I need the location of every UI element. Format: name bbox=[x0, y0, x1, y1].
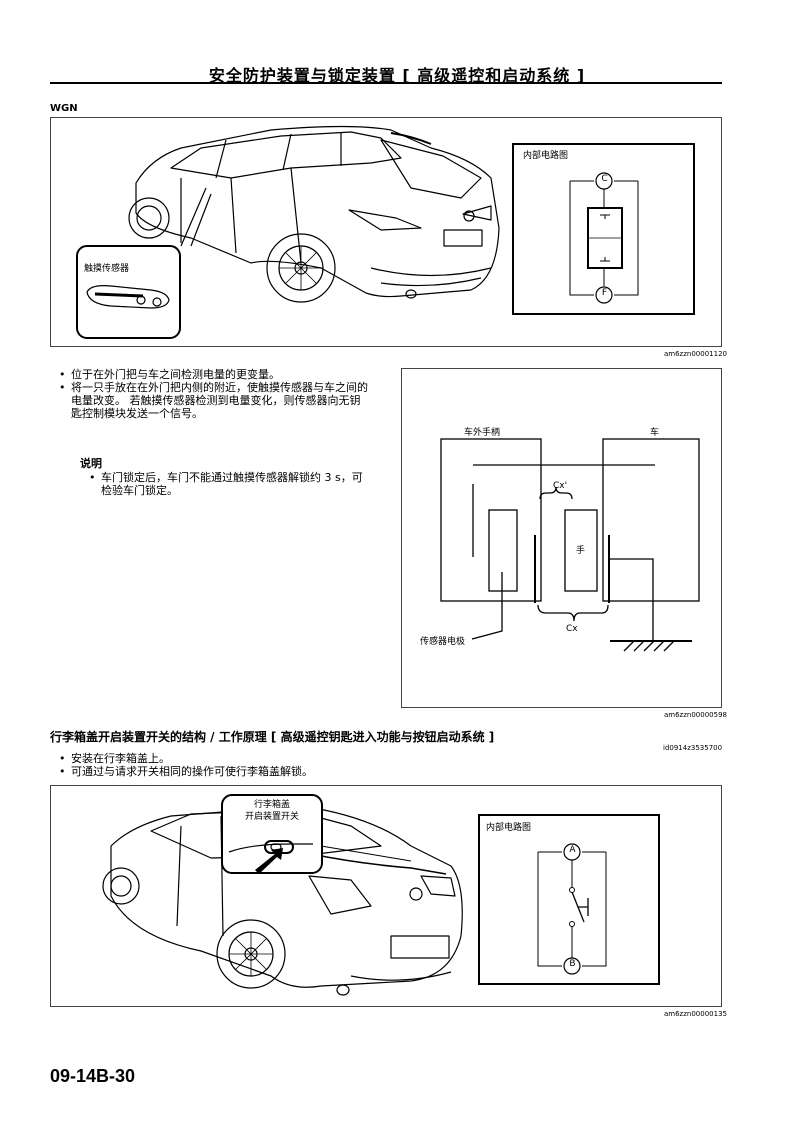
terminal-b: B bbox=[569, 959, 576, 969]
section-heading: 行李箱盖开启装置开关的结构 / 工作原理 [ 高级遥控钥匙进入功能与按钮启动系统… bbox=[50, 730, 495, 744]
section-id: id0914z3535700 bbox=[663, 744, 723, 752]
switch-label-line1: 行李箱盖 bbox=[253, 800, 290, 810]
wagon-illustration bbox=[76, 125, 500, 339]
figure-capacitance-diagram: 车外手柄 车 Cx' 手 Cx 传感器电极 bbox=[401, 368, 722, 708]
terminal-a: A bbox=[569, 845, 576, 855]
figure-trunk-switch: 行李箱盖 开启装置开关 内部电路图 A B bbox=[50, 785, 722, 1007]
circuit-diagram-c-f bbox=[569, 172, 639, 304]
terminal-f: F bbox=[601, 288, 608, 298]
switch-label-line2: 开启装置开关 bbox=[244, 812, 299, 822]
sedan-illustration bbox=[102, 794, 463, 996]
note-bullet: 车门锁定后，车门不能通过触摸传感器解锁约 3 s，可检验车门锁定。 bbox=[88, 471, 370, 497]
figure-wagon-touch-sensor: 触摸传感器 内部电路图 C F bbox=[50, 117, 722, 347]
touch-sensor-label: 触摸传感器 bbox=[84, 264, 130, 274]
circuit-title-2: 内部电路图 bbox=[486, 823, 532, 833]
internal-circuit-box-2: 内部电路图 A B bbox=[478, 814, 660, 985]
electrode-label: 传感器电极 bbox=[420, 637, 466, 647]
cx-label: Cx bbox=[566, 624, 578, 634]
page-number: 09-14B-30 bbox=[50, 1066, 136, 1086]
note-heading: 说明 bbox=[80, 457, 102, 470]
cx-prime-label: Cx' bbox=[553, 481, 568, 491]
hand-label: 手 bbox=[576, 546, 586, 556]
note-body: 车门锁定后，车门不能通过触摸传感器解锁约 3 s，可检验车门锁定。 bbox=[88, 471, 370, 497]
sensor-description: 位于在外门把与车之间检测电量的更变量。 将一只手放在在外门把内侧的附近，使触摸传… bbox=[58, 368, 368, 420]
handle-label: 车外手柄 bbox=[464, 428, 501, 438]
circuit-title: 内部电路图 bbox=[523, 151, 569, 161]
page-title: 安全防护装置与锁定装置 [ 高级遥控和启动系统 ] bbox=[208, 66, 586, 85]
figure-code-1: am6zzn00001120 bbox=[664, 350, 727, 358]
section-bullet-1: 安装在行李箱盖上。 bbox=[58, 752, 458, 765]
header-rule bbox=[50, 82, 722, 84]
section-bullet-2: 可通过与请求开关相同的操作可使行李箱盖解锁。 bbox=[58, 765, 458, 778]
car-label: 车 bbox=[650, 428, 660, 438]
circuit-diagram-a-b bbox=[537, 843, 607, 975]
capacitance-schematic bbox=[440, 438, 700, 652]
section-bullets: 安装在行李箱盖上。 可通过与请求开关相同的操作可使行李箱盖解锁。 bbox=[58, 752, 458, 778]
bullet-1: 位于在外门把与车之间检测电量的更变量。 bbox=[58, 368, 368, 381]
figure-code-3: am6zzn00000135 bbox=[664, 1010, 727, 1018]
internal-circuit-box-1: 内部电路图 C F bbox=[512, 143, 695, 315]
variant-label: WGN bbox=[50, 103, 78, 114]
bullet-2: 将一只手放在在外门把内侧的附近，使触摸传感器与车之间的电量改变。 若触摸传感器检… bbox=[58, 381, 368, 420]
terminal-c: C bbox=[601, 174, 608, 184]
figure-code-2: am6zzn00000598 bbox=[664, 711, 727, 719]
